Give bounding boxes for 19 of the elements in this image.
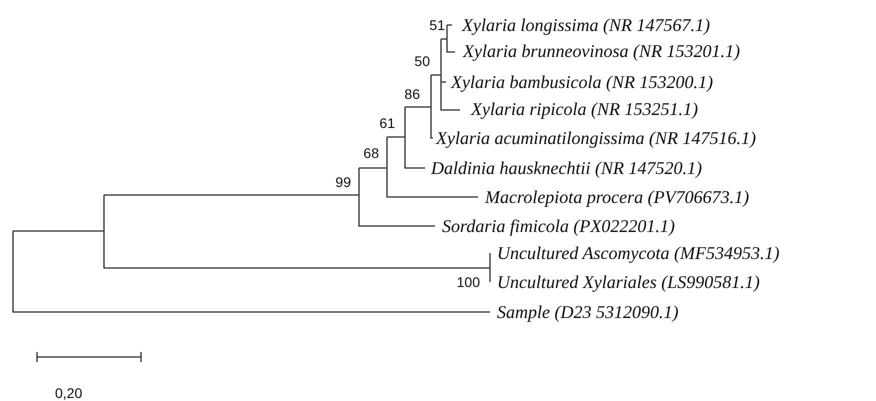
bootstrap-value: 99 — [335, 174, 351, 190]
taxon-label: Sordaria fimicola (PX022201.1) — [442, 216, 675, 236]
taxon-label: Xylaria ripicola (NR 153251.1) — [471, 99, 698, 119]
bootstrap-value: 86 — [404, 86, 420, 102]
bootstrap-value: 61 — [379, 115, 395, 131]
taxon-label: Daldinia hausknechtii (NR 147520.1) — [431, 158, 702, 178]
taxon-label: Xylaria bambusicola (NR 153200.1) — [451, 72, 713, 92]
taxon-label: Xylaria longissima (NR 147567.1) — [462, 15, 710, 35]
bootstrap-value: 51 — [429, 17, 445, 33]
taxon-label: Uncultured Xylariales (LS990581.1) — [497, 272, 760, 292]
taxon-label: Xylaria brunneovinosa (NR 153201.1) — [463, 41, 740, 61]
taxon-label: Sample (D23 5312090.1) — [497, 302, 678, 322]
bootstrap-value: 68 — [363, 145, 379, 161]
scale-value: 0,20 — [55, 385, 82, 401]
taxon-label: Uncultured Ascomycota (MF534953.1) — [497, 243, 780, 263]
bootstrap-value: 100 — [456, 274, 480, 290]
taxon-label: Macrolepiota procera (PV706673.1) — [485, 187, 750, 207]
bootstrap-value: 50 — [414, 53, 430, 69]
taxon-label: Xylaria acuminatilongissima (NR 147516.1) — [436, 128, 756, 148]
